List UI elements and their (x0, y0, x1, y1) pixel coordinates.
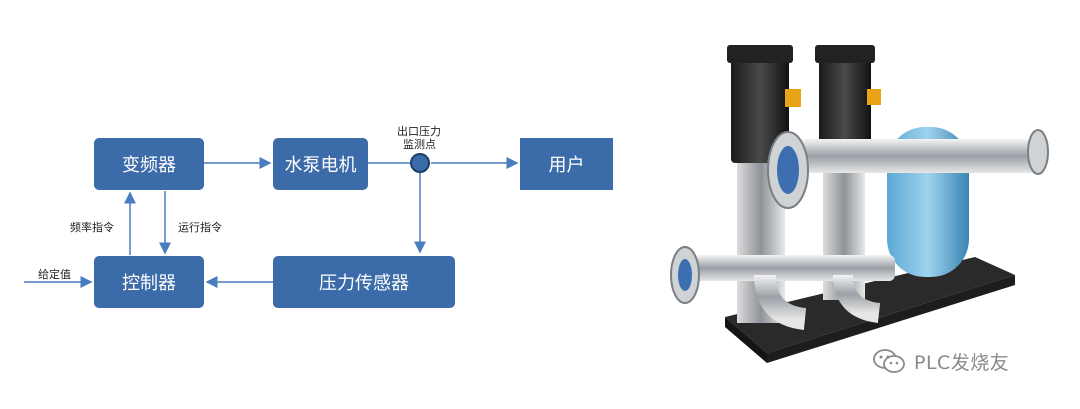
frequency-command-label: 频率指令 (70, 221, 114, 234)
watermark-text: PLC发烧友 (914, 351, 1010, 374)
wechat-icon (873, 349, 905, 373)
inverter-box: 变频器 (94, 138, 204, 190)
control-block-diagram: 变频器 水泵电机 用户 控制器 压力传感器 出口压力 监测点 频率指令 运行指令… (24, 125, 613, 308)
setpoint-label: 给定值 (38, 268, 71, 281)
diagram-arrows (24, 153, 519, 288)
monitor-label-line1: 出口压力 (397, 125, 441, 138)
pressure-sensor-box: 压力传感器 (273, 256, 455, 308)
user-box: 用户 (520, 138, 613, 190)
controller-box: 控制器 (94, 256, 204, 308)
booster-pump-set-image (670, 45, 1049, 363)
run-command-label: 运行指令 (178, 221, 222, 234)
watermark: PLC发烧友 (872, 346, 1009, 376)
monitor-label-line2: 监测点 (403, 138, 436, 151)
pump-motor-box: 水泵电机 (273, 138, 368, 190)
monitor-point (410, 153, 430, 173)
